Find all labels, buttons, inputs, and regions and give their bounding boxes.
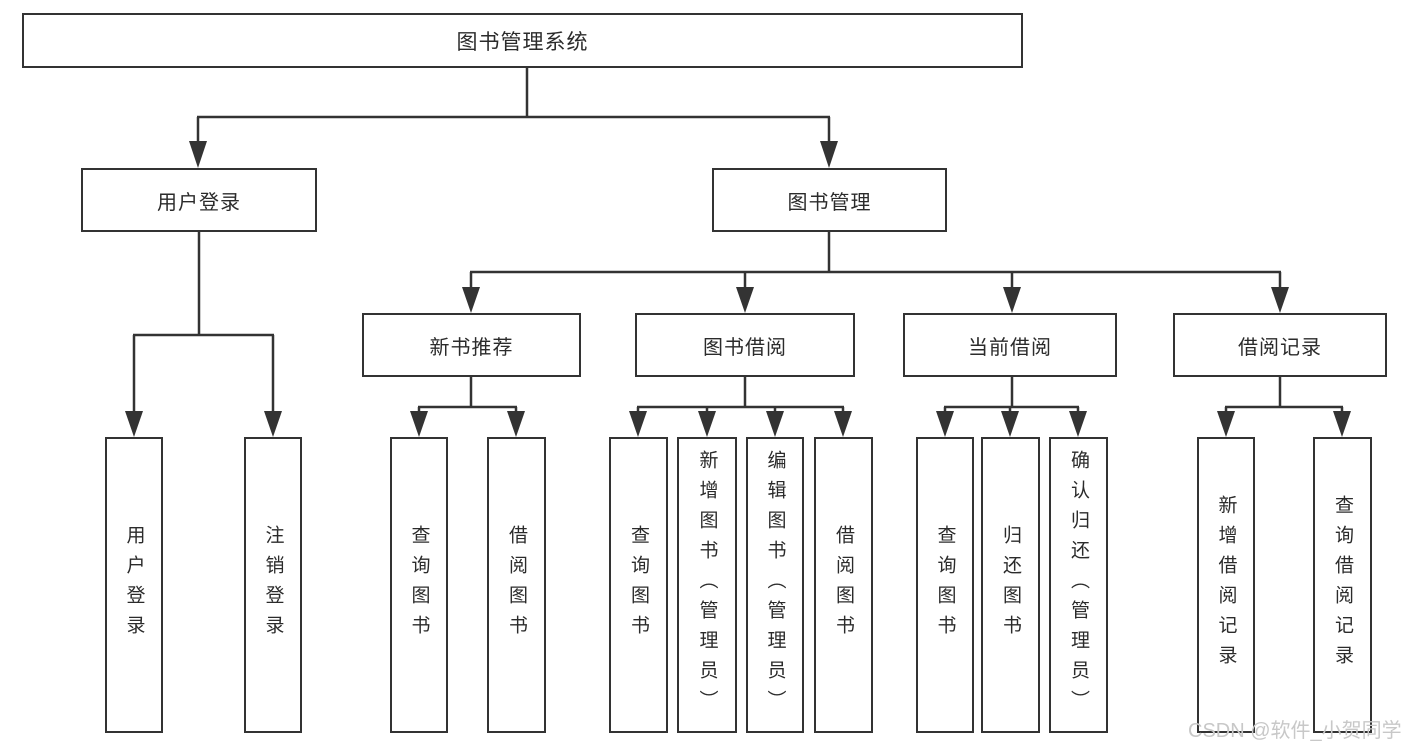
node-new-book-recommend-label: 新书推荐: [429, 336, 514, 359]
node-user-login: 用户登录: [81, 168, 317, 232]
leaf-user-login-label: 用户登录: [123, 525, 145, 645]
leaf-borrow-books-recommend: 借阅图书: [487, 437, 546, 733]
leaf-borrow-books-recommend-label: 借阅图书: [506, 525, 527, 645]
leaf-borrow-books-label: 借阅图书: [833, 525, 854, 645]
node-new-book-recommend: 新书推荐: [362, 313, 581, 377]
node-borrow-records: 借阅记录: [1173, 313, 1387, 377]
leaf-borrow-books: 借阅图书: [814, 437, 873, 733]
node-book-borrow: 图书借阅: [635, 313, 855, 377]
leaf-return-books: 归还图书: [981, 437, 1040, 733]
node-borrow-records-label: 借阅记录: [1238, 336, 1322, 359]
node-library-system-label: 图书管理系统: [456, 30, 589, 54]
leaf-query-borrow-record-label: 查询借阅记录: [1332, 495, 1353, 675]
node-book-management: 图书管理: [712, 168, 947, 232]
leaf-query-books-borrow: 查询图书: [609, 437, 668, 733]
node-library-system: 图书管理系统: [22, 13, 1023, 68]
leaf-logout: 注销登录: [244, 437, 302, 733]
node-book-management-label: 图书管理: [787, 191, 872, 214]
leaf-add-borrow-record-label: 新增借阅记录: [1215, 495, 1237, 675]
leaf-query-books-borrow-label: 查询图书: [628, 525, 649, 645]
leaf-confirm-return-admin: 确认归还（管理员）: [1049, 437, 1108, 733]
leaf-query-books-recommend-label: 查询图书: [408, 525, 430, 645]
leaf-edit-book-admin: 编辑图书（管理员）: [746, 437, 804, 733]
csdn-watermark: CSDN @软件_小贺同学: [1188, 720, 1402, 742]
leaf-logout-label: 注销登录: [262, 525, 284, 645]
node-user-login-label: 用户登录: [157, 191, 241, 214]
leaf-add-book-admin: 新增图书（管理员）: [677, 437, 737, 733]
leaf-query-books-current-label: 查询图书: [934, 525, 956, 645]
leaf-query-books-current: 查询图书: [916, 437, 974, 733]
leaf-add-book-admin-label: 新增图书（管理员）: [696, 450, 718, 720]
leaf-return-books-label: 归还图书: [1000, 525, 1021, 645]
leaf-confirm-return-admin-label: 确认归还（管理员）: [1068, 450, 1089, 720]
leaf-query-borrow-record: 查询借阅记录: [1313, 437, 1372, 733]
leaf-query-books-recommend: 查询图书: [390, 437, 448, 733]
leaf-edit-book-admin-label: 编辑图书（管理员）: [764, 450, 786, 720]
node-book-borrow-label: 图书借阅: [703, 336, 787, 359]
leaf-user-login: 用户登录: [105, 437, 163, 733]
node-current-borrow: 当前借阅: [903, 313, 1117, 377]
node-current-borrow-label: 当前借阅: [968, 336, 1052, 359]
leaf-add-borrow-record: 新增借阅记录: [1197, 437, 1255, 733]
